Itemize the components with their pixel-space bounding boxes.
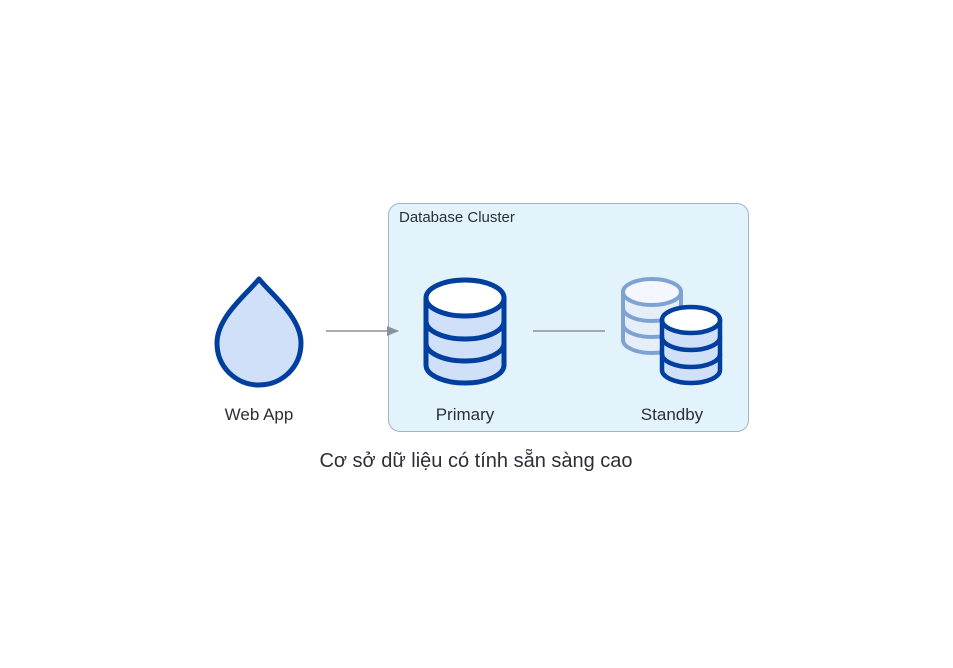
droplet-icon: [214, 276, 304, 388]
diagram-caption: Cơ sở dữ liệu có tính sẵn sàng cao: [319, 450, 633, 472]
cluster-label: Database Cluster: [399, 209, 515, 226]
database-icon: [423, 277, 507, 386]
primary-label: Primary: [435, 405, 495, 424]
web-app-label: Web App: [224, 405, 294, 424]
standby-label: Standby: [640, 405, 704, 424]
databases-icon: [621, 277, 723, 386]
